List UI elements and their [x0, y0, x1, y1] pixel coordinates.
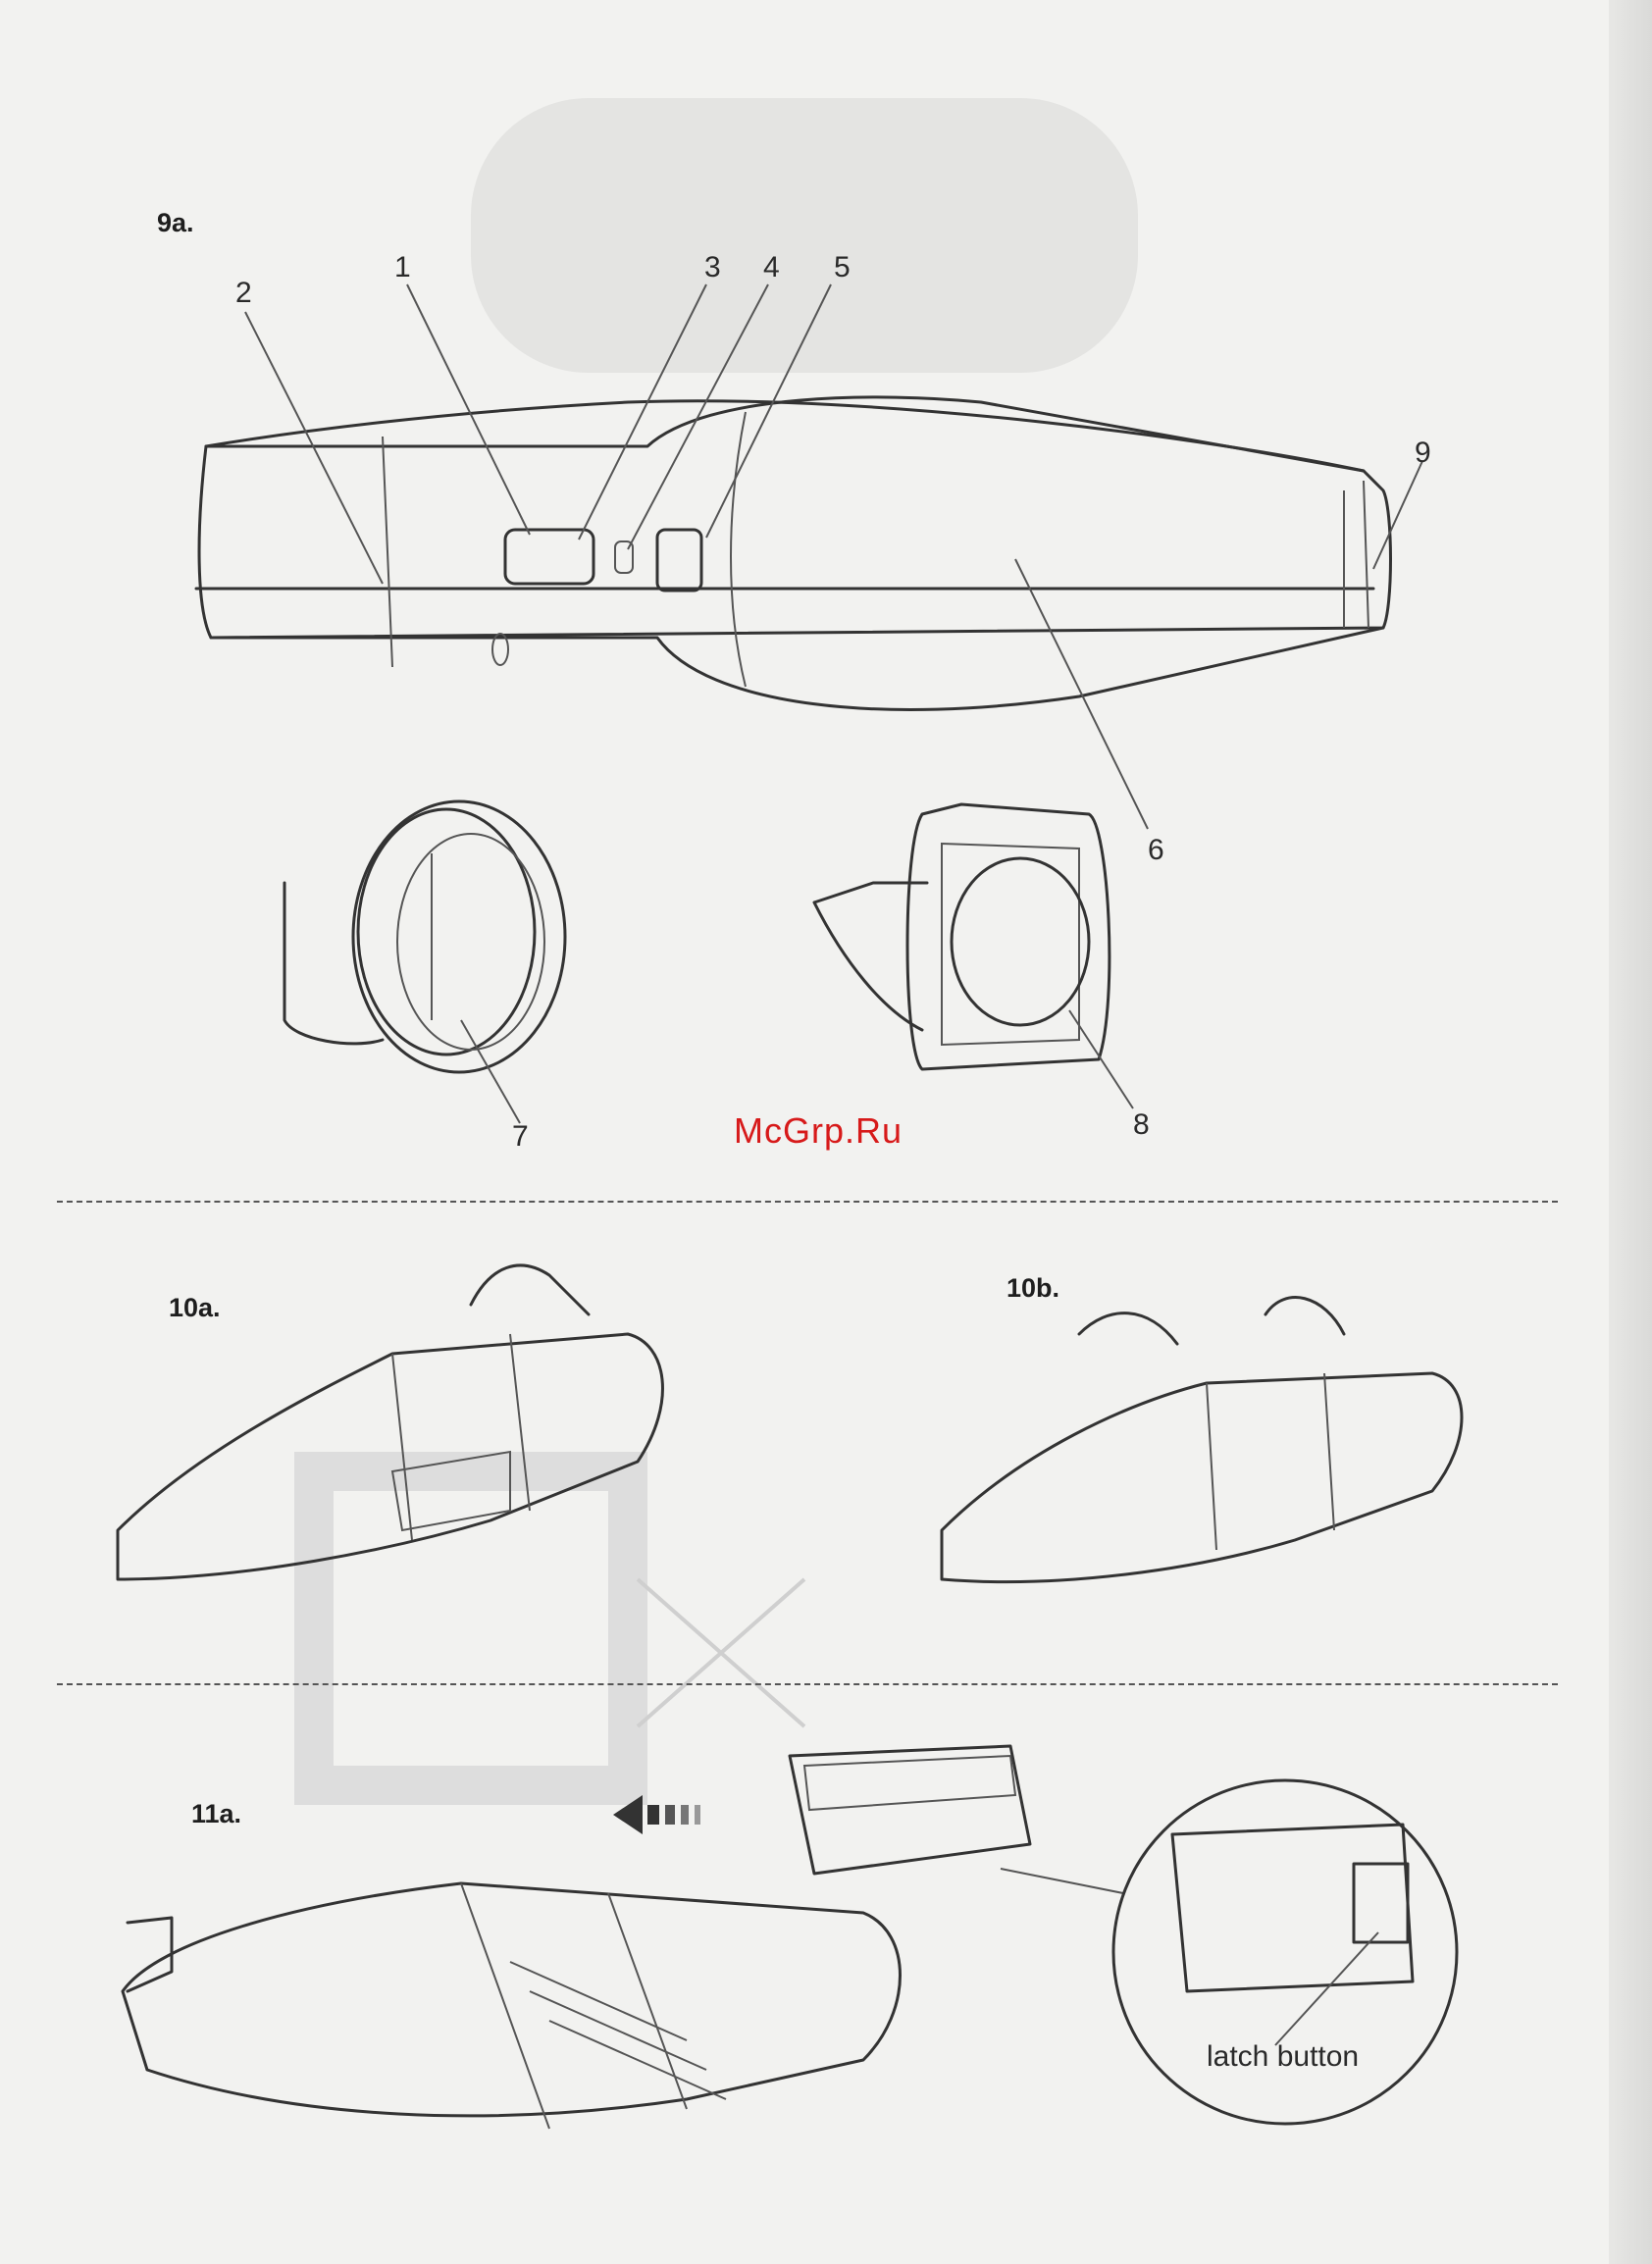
divider-line-1 [57, 1201, 1558, 1203]
figure-8-filter-frame [814, 804, 1133, 1108]
callout-9: 9 [1415, 437, 1431, 470]
callout-6: 6 [1148, 834, 1164, 867]
background-logo-watermark [314, 98, 1138, 1785]
battery-pack [790, 1746, 1123, 1893]
figure-9a-vacuum [196, 397, 1391, 710]
callout-1: 1 [394, 251, 411, 284]
figure-7-filter [284, 801, 565, 1123]
callout-5: 5 [834, 251, 851, 284]
callout-4: 4 [763, 251, 780, 284]
figure-10b-vacuum-hand [942, 1298, 1462, 1582]
section-10a-label: 10a. [169, 1293, 221, 1323]
callout-3: 3 [704, 251, 721, 284]
section-11a-label: 11a. [191, 1799, 241, 1829]
latch-button-label: latch button [1207, 2040, 1359, 2074]
figure-11a-vacuum [123, 1883, 901, 2129]
callout-7: 7 [512, 1120, 529, 1154]
watermark-site-text: McGrp.Ru [734, 1110, 903, 1152]
callout-8: 8 [1133, 1108, 1150, 1142]
section-9a-label: 9a. [157, 208, 194, 238]
section-10b-label: 10b. [1007, 1273, 1059, 1304]
divider-line-2 [57, 1683, 1558, 1685]
callout-2: 2 [235, 277, 252, 310]
